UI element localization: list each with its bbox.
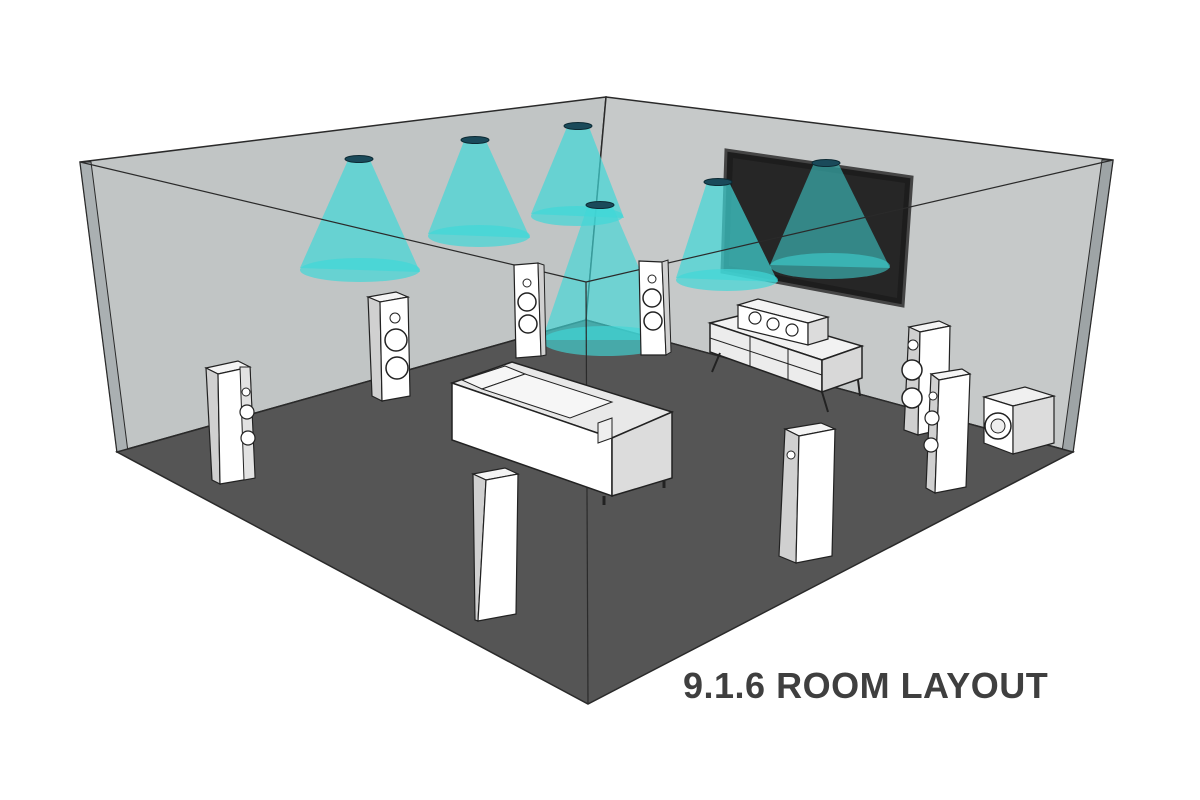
subwoofer: [984, 387, 1054, 454]
side-left-speaker: [206, 361, 255, 484]
rear-right-speaker: [779, 423, 835, 563]
front-left-speaker: [514, 263, 546, 358]
wide-left-speaker: [368, 292, 410, 401]
front-right-speaker: [639, 260, 671, 355]
rear-left-speaker: [473, 468, 518, 621]
diagram-title: 9.1.6 ROOM LAYOUT: [683, 664, 1048, 708]
side-right-speaker: [924, 369, 970, 493]
